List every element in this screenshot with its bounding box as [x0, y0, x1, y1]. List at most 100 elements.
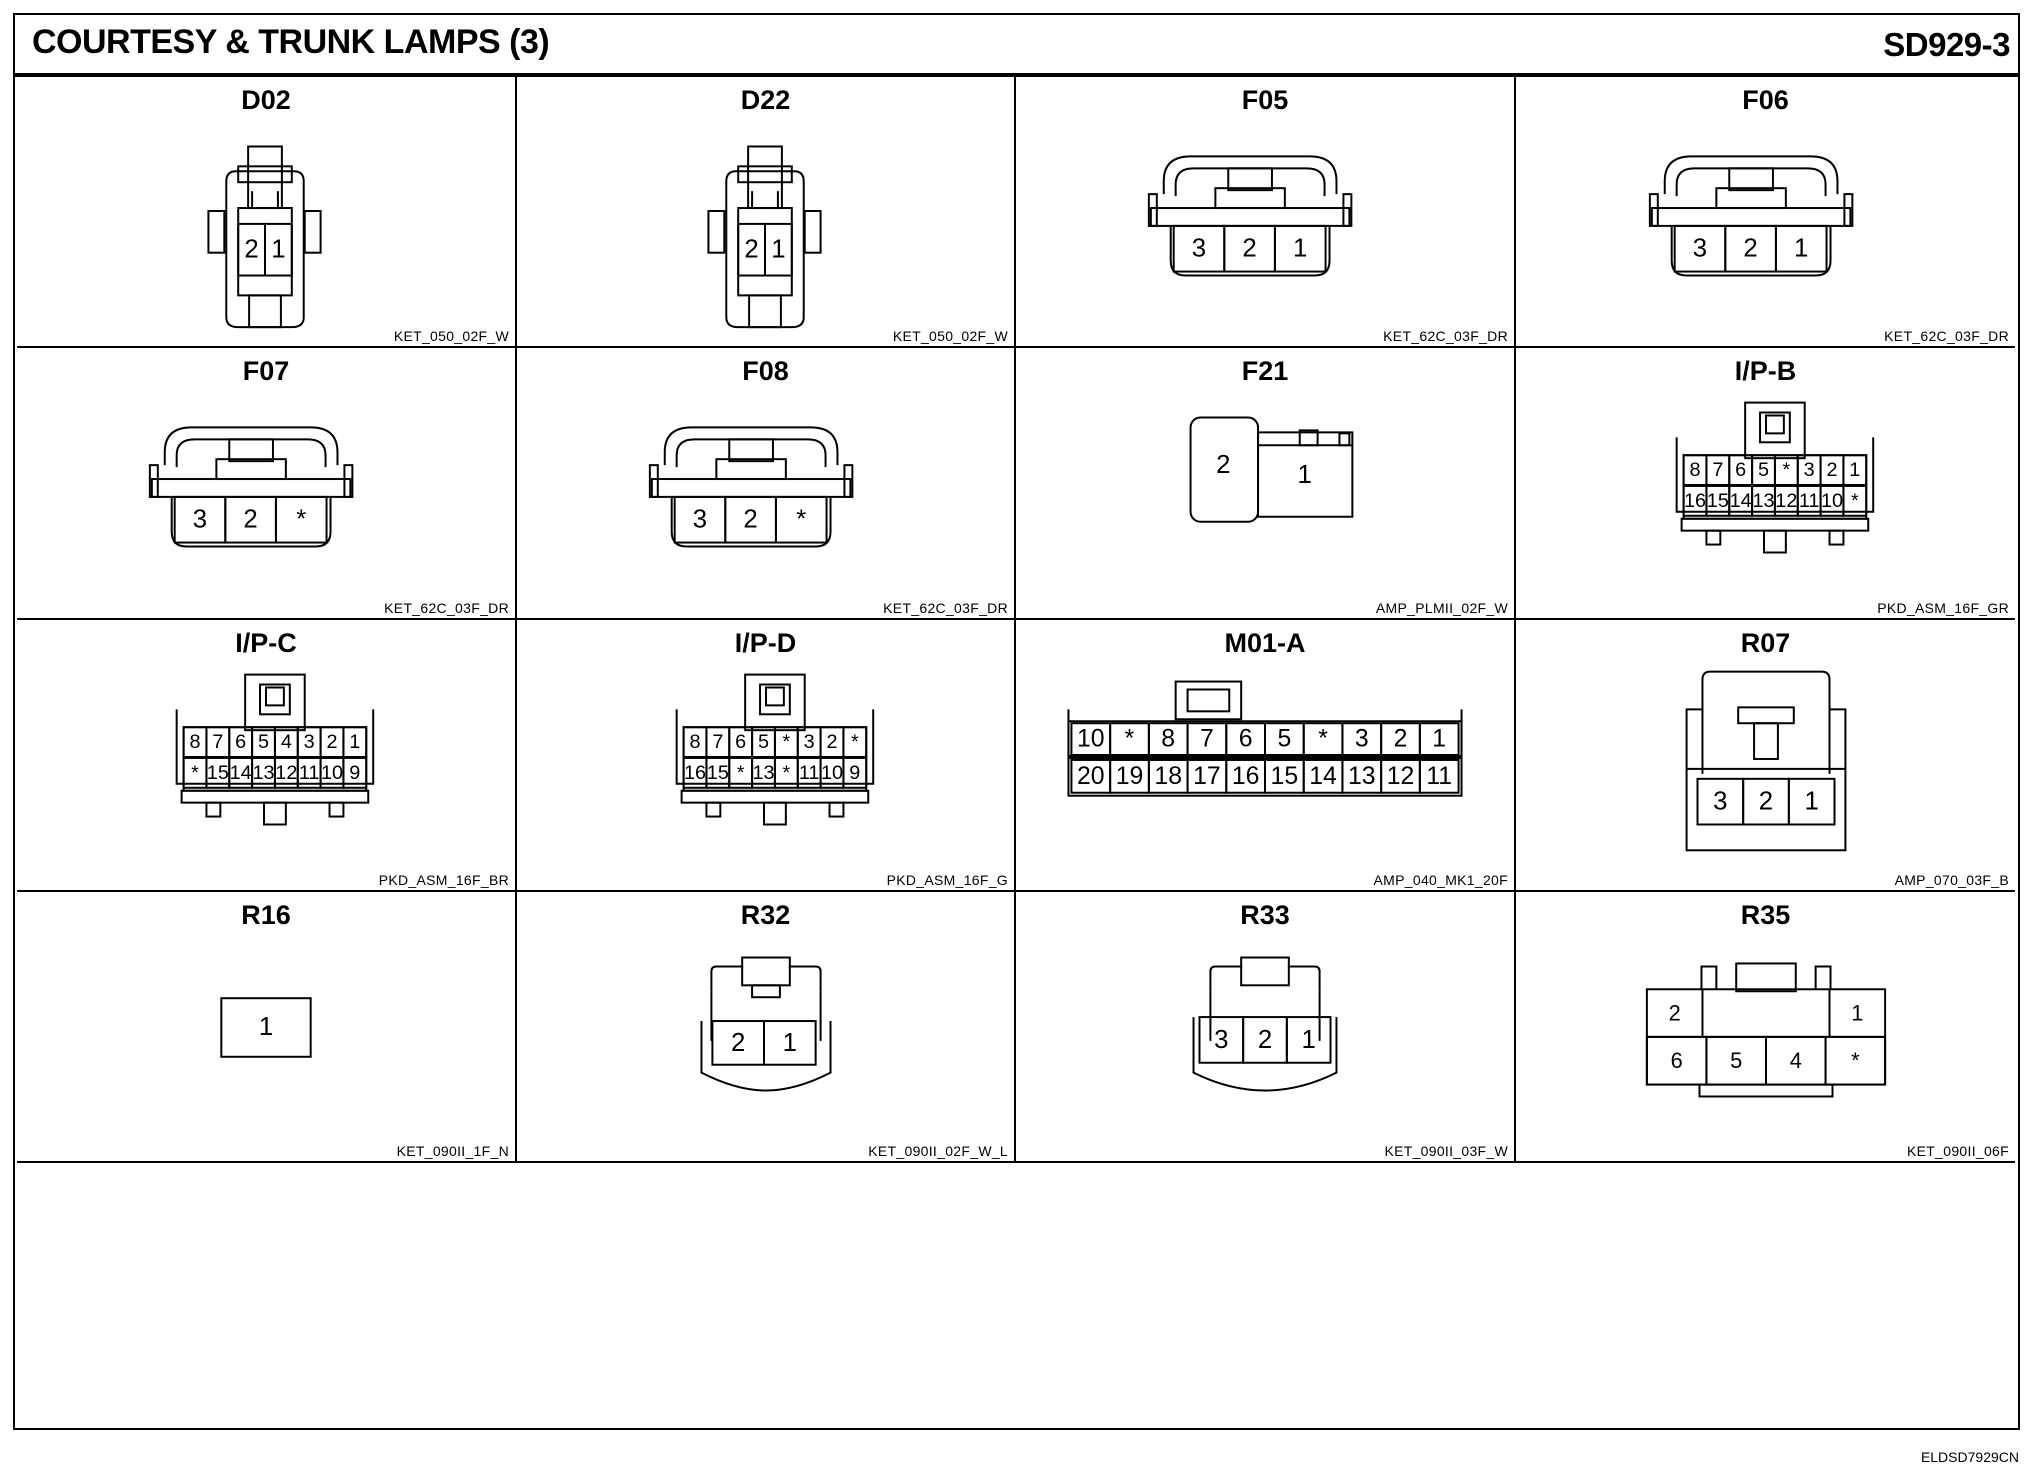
- pin-label: 11: [1799, 490, 1820, 512]
- pin-cell: [1273, 224, 1327, 273]
- connector-part-number: KET_050_02F_W: [393, 328, 509, 344]
- t-bar: [1737, 706, 1795, 725]
- pin-label: 10: [321, 762, 343, 784]
- pin-label: 13: [752, 762, 774, 784]
- bottom-rail: [680, 789, 870, 804]
- pin-label: 18: [1154, 763, 1182, 790]
- connector-part-number: KET_62C_03F_DR: [883, 600, 1008, 616]
- pin-label: 3: [804, 731, 815, 753]
- latch: [759, 683, 791, 716]
- flange: [1650, 207, 1852, 227]
- pin-label: 1: [349, 731, 360, 753]
- connector-name: F08: [742, 356, 789, 386]
- pin-label: 1: [1301, 1026, 1315, 1054]
- pin-label: *: [782, 731, 790, 753]
- connector-name: R35: [1740, 900, 1791, 930]
- key: [828, 801, 845, 818]
- pin-label: 2: [1743, 235, 1757, 263]
- pin-label: 1: [271, 236, 285, 264]
- pin-label: 3: [693, 506, 707, 534]
- connector-body: [220, 997, 312, 1058]
- latch-window: [1765, 414, 1785, 435]
- connector-part-number: AMP_040_MK1_20F: [1373, 872, 1508, 888]
- pin-label: 15: [1707, 490, 1729, 512]
- pin-label: *: [851, 731, 859, 753]
- flange-ear: [1342, 193, 1353, 227]
- pin-label: 11: [799, 762, 820, 784]
- page-code: SD929-3: [1883, 26, 2010, 63]
- connector-name: F06: [1742, 85, 1789, 115]
- pin-cell: [274, 495, 328, 544]
- pin-cell: [342, 756, 368, 789]
- pin-cell: [774, 495, 828, 544]
- latch-housing: [1744, 401, 1806, 460]
- pin-label: 16: [684, 762, 706, 784]
- flange-ear: [1648, 193, 1659, 227]
- pin-label: *: [782, 762, 790, 784]
- connector-part-number: KET_62C_03F_DR: [1884, 328, 2009, 344]
- latch-housing: [1174, 680, 1243, 721]
- connector-body: [1670, 225, 1832, 277]
- pin-label: 3: [1192, 235, 1206, 263]
- latch-housing: [744, 673, 806, 732]
- pin-label: 1: [783, 1029, 797, 1057]
- latch: [1298, 429, 1319, 447]
- pin-label: 7: [1712, 459, 1723, 481]
- pin-label: 10: [1821, 490, 1843, 512]
- hood-inner: [175, 438, 327, 468]
- side-rib: [707, 210, 726, 254]
- flange: [650, 478, 852, 498]
- pin-label: 1: [1804, 788, 1818, 816]
- pin-label: *: [1318, 726, 1328, 753]
- pin-label: 7: [712, 731, 723, 753]
- hood-outer: [163, 426, 339, 466]
- latch-top: [728, 438, 774, 463]
- pin-cell: [763, 1020, 817, 1066]
- pin-label: 15: [1271, 763, 1299, 790]
- pin-label: 12: [1775, 490, 1797, 512]
- pin-cell: [1824, 1035, 1887, 1086]
- pin-label: 3: [193, 506, 207, 534]
- pin-label: 5: [1758, 459, 1769, 481]
- pin-label: 3: [304, 731, 315, 753]
- pin-label: 8: [190, 731, 201, 753]
- connector-part-number: PKD_ASM_16F_BR: [378, 872, 509, 888]
- pin-label: 20: [1077, 763, 1105, 790]
- pin-label: 6: [1735, 459, 1746, 481]
- hood-outer: [663, 426, 839, 466]
- side-rails: [1685, 708, 1847, 769]
- connector-part-number: KET_62C_03F_DR: [384, 600, 509, 616]
- connector-name: R16: [241, 900, 291, 930]
- connector-body: [700, 1021, 832, 1092]
- key: [328, 801, 345, 818]
- latch-window: [265, 686, 285, 707]
- pin-label: 6: [735, 731, 746, 753]
- connector-part-number: KET_090II_1F_N: [396, 1143, 509, 1159]
- flange: [150, 478, 352, 498]
- latch: [259, 683, 291, 716]
- latch-top: [228, 438, 274, 463]
- latch: [1186, 688, 1231, 713]
- pin-label: 10: [1077, 726, 1105, 753]
- latch-housing: [1701, 670, 1831, 774]
- pin-label: 2: [731, 1029, 745, 1057]
- pin-label: 6: [235, 731, 246, 753]
- pin-label: 5: [1277, 726, 1291, 753]
